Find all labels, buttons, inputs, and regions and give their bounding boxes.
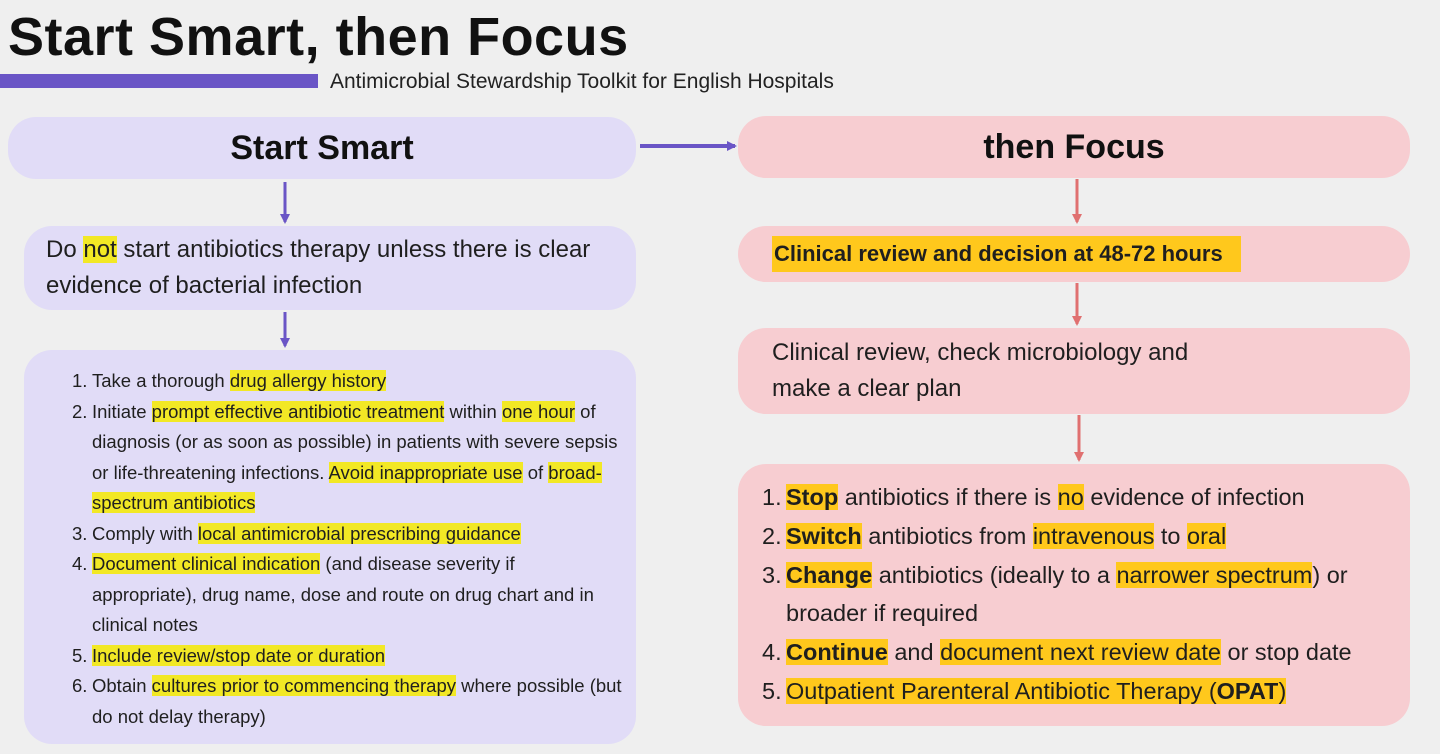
list-item: 1.Take a thorough drug allergy history	[72, 370, 387, 391]
start-smart-intro-text: Do not start antibiotics therapy unless …	[46, 236, 591, 299]
clinical-review-box: Clinical review and decision at 48-72 ho…	[738, 226, 1410, 282]
start-smart-intro-box: Do not start antibiotics therapy unless …	[24, 226, 636, 310]
list-item: 6.Obtain cultures prior to commencing th…	[72, 675, 622, 727]
then-focus-list-box: 1.Stop antibiotics if there is no eviden…	[738, 464, 1410, 726]
page-subtitle: Antimicrobial Stewardship Toolkit for En…	[330, 70, 834, 93]
clinical-plan-box: Clinical review, check microbiology and …	[738, 328, 1410, 414]
page-title: Start Smart, then Focus	[8, 7, 629, 67]
start-smart-list-box: 1.Take a thorough drug allergy history 2…	[24, 350, 636, 744]
start-smart-list: 1.Take a thorough drug allergy history 2…	[72, 366, 622, 732]
list-item: 2.Initiate prompt effective antibiotic t…	[72, 400, 618, 513]
list-item: 4.Continue and document next review date…	[762, 639, 1352, 666]
highlight: not	[83, 236, 117, 263]
list-item: 2.Switch antibiotics from intravenous to…	[762, 522, 1227, 549]
list-item: 3.Comply with local antimicrobial prescr…	[72, 522, 521, 544]
list-item: 1.Stop antibiotics if there is no eviden…	[762, 484, 1305, 510]
then-focus-heading: then Focus	[983, 127, 1165, 166]
then-focus-list: 1.Stop antibiotics if there is no eviden…	[762, 478, 1396, 711]
then-focus-heading-box: then Focus	[738, 116, 1410, 178]
list-item: 5.Outpatient Parenteral Antibiotic Thera…	[762, 677, 1287, 704]
start-smart-heading-box: Start Smart	[8, 117, 636, 179]
list-item: 3.Change antibiotics (ideally to a narro…	[762, 561, 1348, 627]
clinical-review-text: Clinical review and decision at 48-72 ho…	[772, 236, 1241, 272]
list-item: 5.Include review/stop date or duration	[72, 644, 386, 666]
clinical-plan-text: Clinical review, check microbiology and …	[772, 339, 1189, 402]
list-item: 4.Document clinical indication (and dise…	[72, 553, 594, 635]
start-smart-heading: Start Smart	[230, 128, 414, 167]
title-accent-bar	[0, 74, 318, 88]
